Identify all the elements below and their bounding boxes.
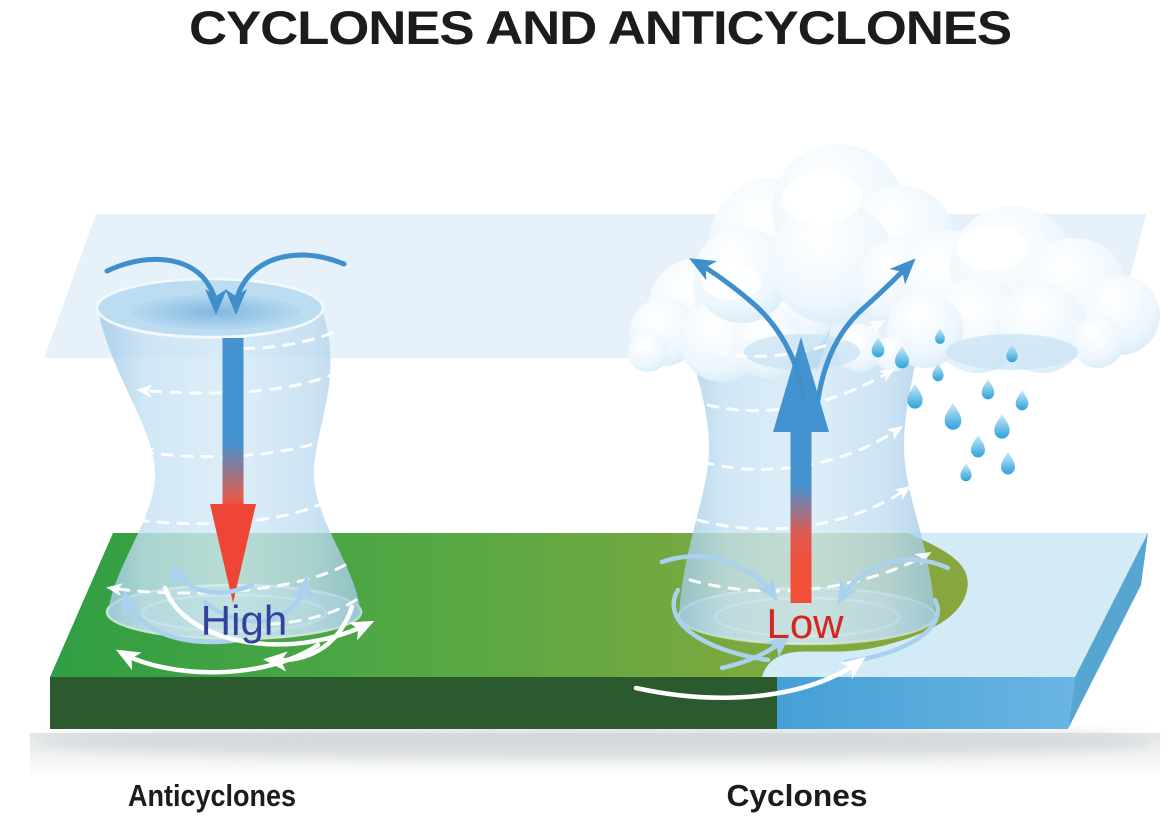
high-pressure-label: High	[201, 597, 287, 644]
converging-air-arrows	[104, 252, 347, 315]
low-pressure-label: Low	[766, 600, 844, 647]
descending-air-arrow	[210, 338, 256, 603]
rain-drops	[871, 328, 1029, 482]
diverging-air-arrows	[689, 258, 916, 403]
surface-inflow-spiral-arrows	[633, 554, 951, 700]
ground-front-land-face	[50, 677, 777, 729]
rain-drop	[907, 383, 923, 409]
cumulus-clouds	[628, 144, 1160, 382]
ground-shadow	[30, 725, 1160, 778]
anticyclone-group: High	[95, 252, 375, 675]
rain-drop	[971, 435, 985, 458]
ground-side-water-face	[1068, 533, 1148, 729]
rain-drop	[895, 346, 909, 369]
rain-drop	[1006, 344, 1018, 363]
page-title: CYCLONES AND ANTICYCLONES	[189, 1, 1011, 54]
cyclone-caption: Cyclones	[727, 778, 868, 813]
surface-outflow-spiral-arrows	[115, 561, 375, 675]
rain-drop	[1015, 390, 1029, 411]
cloud-highlights	[702, 172, 1028, 300]
water-body	[762, 533, 1148, 677]
rain-drop	[1001, 452, 1015, 475]
rain-drop	[994, 413, 1010, 439]
rain-drop	[960, 463, 972, 482]
rain-drop	[871, 337, 885, 358]
ground-front-water-face	[777, 677, 1075, 729]
rain-drop	[944, 402, 962, 430]
rain-drop	[932, 363, 944, 382]
rain-drop	[935, 328, 945, 345]
rain-drop	[981, 379, 995, 400]
anticyclone-caption: Anticyclones	[128, 778, 296, 813]
cyclone-group: Low	[628, 144, 1160, 700]
